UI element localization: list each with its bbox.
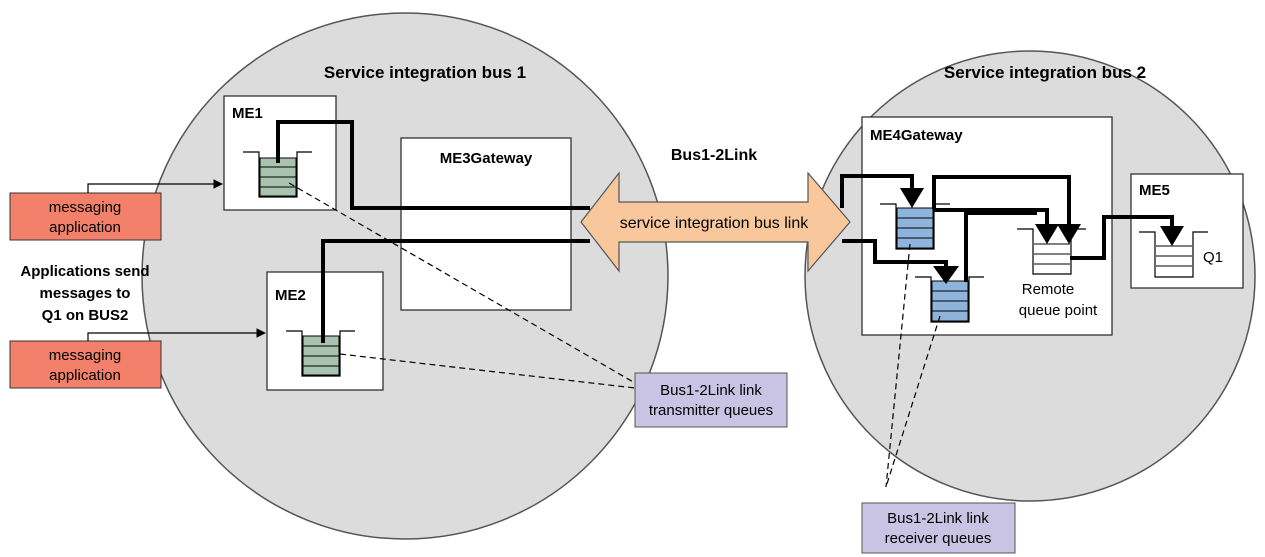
flow-remote-to-q1 <box>1070 215 1174 260</box>
queue-q1-label: Q1 <box>1203 249 1223 266</box>
messaging-application-1[interactable] <box>9 192 162 241</box>
arrowhead-receiver-2 <box>933 266 959 284</box>
me3gateway-label: ME3Gateway <box>440 150 533 167</box>
app2-label-line1: messaging <box>49 347 122 364</box>
transmitter-queues-callout <box>634 372 788 428</box>
me1-label: ME1 <box>232 105 263 122</box>
remote-queue-label-line1: Remote <box>1022 281 1075 298</box>
flow-receiver1-to-remote-b <box>934 208 1049 224</box>
transmitter-callout-line2: transmitter queues <box>649 402 773 419</box>
me4gateway-label: ME4Gateway <box>870 127 963 144</box>
flow-receiver1-to-remote-a <box>932 175 1071 224</box>
applications-note-line1: Applications send <box>20 263 149 280</box>
dash-me1-to-transmitter-callout <box>288 182 636 384</box>
queue-q1 <box>1139 231 1208 278</box>
bus1-title: Service integration bus 1 <box>324 63 526 82</box>
arrowhead-remote-b <box>1035 224 1059 244</box>
me5-box[interactable] <box>1130 173 1244 289</box>
remote-queue-label-line2: queue point <box>1019 302 1098 319</box>
flow-link-to-receiver-1 <box>840 174 914 208</box>
app1-label-line2: application <box>49 219 121 236</box>
transmitter-queue-me1 <box>243 151 312 198</box>
app2-to-me2-connector <box>87 328 266 341</box>
arrowhead-receiver-1 <box>900 188 924 208</box>
me5-label: ME5 <box>1139 182 1170 199</box>
receiver-callout-line2: receiver queues <box>885 530 992 547</box>
applications-note-line2: messages to <box>40 285 131 302</box>
app1-label-line1: messaging <box>49 199 122 216</box>
app2-label-line2: application <box>49 367 121 384</box>
bus2-title: Service integration bus 2 <box>944 63 1146 82</box>
receiver-queues-callout <box>861 502 1016 554</box>
receiver-queue-1 <box>880 203 950 250</box>
arrowhead-q1 <box>1160 226 1184 246</box>
bus-link-name: Bus1-2Link <box>671 147 757 164</box>
receiver-callout-line1: Bus1-2Link link <box>887 510 989 527</box>
receiver-queue-2 <box>915 276 984 323</box>
bus-link-arrow[interactable] <box>580 171 851 273</box>
transmitter-callout-line1: Bus1-2Link link <box>660 382 762 399</box>
me3gateway-box[interactable] <box>400 137 572 311</box>
flow-receiver2-to-remote <box>964 211 1037 282</box>
flow-me1-to-link <box>276 120 590 210</box>
me2-label: ME2 <box>275 287 306 304</box>
applications-note-line3: Q1 on BUS2 <box>42 307 129 324</box>
flow-link-to-receiver-2 <box>842 239 948 268</box>
messaging-application-2[interactable] <box>9 340 162 389</box>
flow-me2-to-link <box>321 239 590 343</box>
transmitter-queue-me2 <box>286 330 355 377</box>
dash-receiver1-to-callout <box>885 243 911 488</box>
bus-link-label: service integration bus link <box>620 215 810 232</box>
app1-to-me1-connector <box>87 179 223 193</box>
arrowhead-remote-a <box>1057 224 1081 244</box>
